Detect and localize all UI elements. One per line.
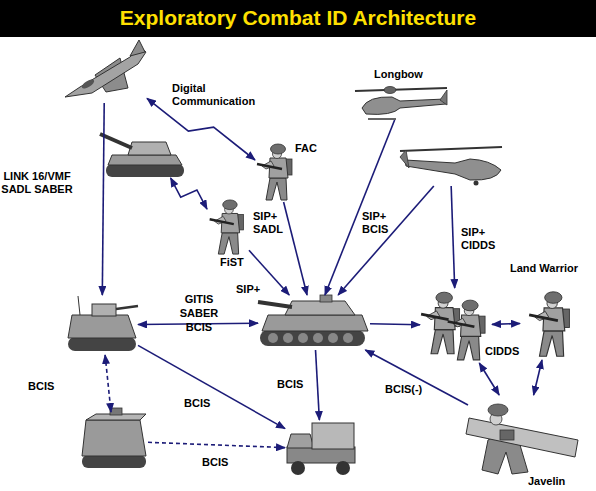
hull: [82, 420, 146, 456]
illustration-node: [80, 412, 148, 470]
edge-label: SIP+ BCIS: [362, 210, 402, 236]
connector: [365, 350, 468, 405]
helicopter-body: [405, 159, 501, 180]
road-wheel: [313, 333, 323, 343]
edge-label: SIP+ CIDDS: [461, 226, 507, 252]
antenna: [78, 296, 80, 315]
connector: [316, 350, 320, 420]
illustration-node: [62, 45, 147, 103]
road-wheel: [328, 333, 338, 343]
node-label: Longbow: [374, 68, 423, 81]
edge-label: BCIS: [184, 397, 224, 410]
wheel: [336, 461, 350, 475]
illustration-node: Javelin: [468, 395, 580, 475]
illustration-node: FAC: [255, 142, 297, 202]
road-wheel: [268, 333, 278, 343]
connector: [147, 98, 255, 160]
howitzer-barrel: [100, 134, 132, 148]
helicopter-body: [362, 97, 446, 114]
jet-canopy: [80, 78, 95, 91]
sight-unit: [500, 430, 514, 440]
edge-label: Digital Communication: [172, 82, 267, 108]
connector: [492, 323, 520, 325]
illustration-node: FiST: [207, 198, 249, 256]
tail-fin: [440, 90, 447, 105]
connector: [338, 186, 434, 295]
soldier-helmet: [488, 404, 508, 416]
radome: [384, 87, 396, 94]
edge-label: SIP+ SADL: [253, 210, 289, 236]
rotor: [400, 147, 502, 151]
hull: [68, 315, 136, 338]
rotor: [355, 88, 447, 91]
title: Exploratory Combat ID Architecture: [0, 6, 596, 30]
connector: [138, 345, 285, 428]
edge-label: GITIS SABER BCIS: [174, 292, 224, 334]
edge-label: BCIS: [28, 380, 68, 393]
turret: [128, 142, 171, 155]
track: [68, 337, 136, 351]
turret: [92, 304, 116, 316]
wheel: [291, 461, 305, 475]
connector: [148, 442, 285, 447]
skid: [368, 118, 396, 120]
tail-fin: [400, 150, 409, 168]
tank-gun: [258, 302, 292, 307]
wheel: [474, 181, 479, 186]
javelin-tube: [466, 418, 578, 457]
illustration-node: Land Warrior: [520, 285, 582, 360]
road-wheel: [343, 333, 353, 343]
connector: [451, 186, 455, 288]
illustration-node: [420, 288, 492, 363]
edge-label: BCIS: [202, 456, 242, 469]
edge-label: LINK 16/VMF SADL SABER: [0, 170, 74, 196]
illustration-node: [398, 148, 503, 186]
fist-figure: [210, 200, 244, 254]
connector: [284, 202, 307, 295]
track: [82, 455, 146, 468]
turret: [285, 301, 355, 315]
node-label: FAC: [295, 142, 317, 155]
edge-label: BCIS: [277, 378, 317, 391]
road-wheel: [298, 333, 308, 343]
cupola: [320, 295, 332, 302]
connector: [479, 363, 499, 395]
hatch: [110, 408, 122, 415]
gun: [116, 306, 138, 309]
edge-label: SIP+: [236, 283, 276, 296]
connector: [102, 103, 104, 295]
illustration-node: [285, 420, 357, 478]
illustration-node: Longbow: [355, 88, 447, 120]
track: [260, 330, 365, 346]
edge-label: BCIS(-): [385, 383, 445, 396]
node-label: Land Warrior: [510, 262, 578, 275]
illustration-node: [100, 130, 185, 178]
road-wheel: [283, 333, 293, 343]
node-label: FiST: [220, 256, 244, 269]
node-label: Javelin: [528, 475, 565, 488]
fac-figure: [257, 144, 292, 200]
cab: [287, 434, 314, 448]
connector: [534, 360, 542, 395]
illustration-node: [66, 295, 138, 355]
track: [106, 164, 184, 177]
edge-label: CIDDS: [485, 345, 535, 358]
hull: [108, 155, 182, 165]
land-warrior-figure: [529, 292, 569, 356]
connector: [370, 324, 420, 325]
hull: [262, 315, 368, 331]
jet-tail: [130, 40, 145, 56]
connector: [325, 120, 395, 295]
soldier-figure: [448, 300, 485, 360]
illustration-node: [258, 295, 370, 350]
shelter: [312, 423, 354, 449]
connector: [105, 355, 111, 412]
connector: [171, 178, 207, 209]
